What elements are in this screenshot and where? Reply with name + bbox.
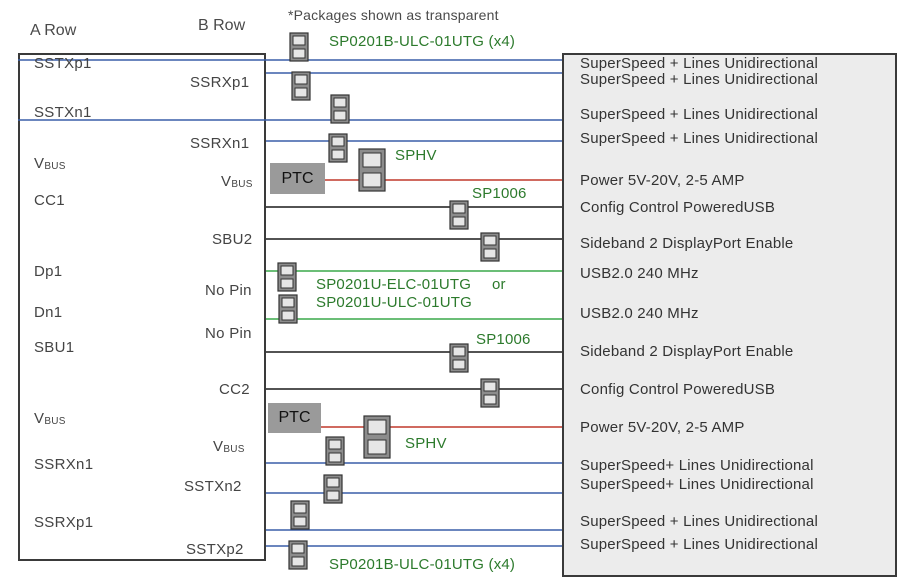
b-pin-ssrxn1: SSRXn1 xyxy=(190,135,250,152)
b-pin-sbu2: SBU2 xyxy=(212,231,253,248)
usb2-package-2 xyxy=(278,294,298,324)
desc-superspeed-4: SuperSpeed + Lines Unidirectional xyxy=(580,130,819,147)
desc-superspeed-2: SuperSpeed + Lines Unidirectional xyxy=(580,71,819,88)
desc-superspeed-5: SuperSpeed+ Lines Unidirectional xyxy=(580,457,814,474)
label-tvs-top: SP0201B-ULC-01UTG (x4) xyxy=(329,33,516,50)
tvs-package-4 xyxy=(328,133,348,163)
ptc-fuse-bottom: PTC xyxy=(268,403,321,433)
b-pin-sstxn2: SSTXn2 xyxy=(184,478,242,495)
a-pin-sbu1: SBU1 xyxy=(34,339,75,356)
desc-power-2: Power 5V-20V, 2-5 AMP xyxy=(580,419,745,436)
desc-sideband-2: Sideband 2 DisplayPort Enable xyxy=(580,343,794,360)
signal-description-panel xyxy=(562,53,897,577)
a-pin-ssrxn1: SSRXn1 xyxy=(34,456,94,473)
a-pin-sstxn1: SSTXn1 xyxy=(34,104,92,121)
desc-usb2-2: USB2.0 240 MHz xyxy=(580,305,699,322)
b-pin-vbus-2: VBUS xyxy=(213,438,245,455)
sp1006-package-2 xyxy=(480,232,500,262)
sphv-package-top xyxy=(358,148,386,192)
a-pin-ssrxp1: SSRXp1 xyxy=(34,514,94,531)
sp1006-package-1 xyxy=(449,200,469,230)
desc-sideband-1: Sideband 2 DisplayPort Enable xyxy=(580,235,794,252)
desc-superspeed-7: SuperSpeed + Lines Unidirectional xyxy=(580,513,819,530)
sphv-package-bottom xyxy=(363,415,391,459)
usb2-package-1 xyxy=(277,262,297,292)
packages-note: *Packages shown as transparent xyxy=(288,7,499,23)
tvs-package-6 xyxy=(323,474,343,504)
a-pin-cc1: CC1 xyxy=(34,192,65,209)
a-pin-sstxp1: SSTXp1 xyxy=(34,55,92,72)
a-pin-dp1: Dp1 xyxy=(34,263,63,280)
a-pin-vbus-1: VBUS xyxy=(34,155,66,172)
label-sphv-bottom: SPHV xyxy=(405,435,447,452)
b-pin-no-pin-1: No Pin xyxy=(205,282,252,299)
a-row-header: A Row xyxy=(30,22,77,39)
sp1006-package-4 xyxy=(480,378,500,408)
label-usb2-option-a: SP0201U-ELC-01UTG xyxy=(316,276,472,293)
b-pin-ssrxp1: SSRXp1 xyxy=(190,74,250,91)
a-pin-vbus-2: VBUS xyxy=(34,410,66,427)
tvs-package-2 xyxy=(291,71,311,101)
desc-superspeed-6: SuperSpeed+ Lines Unidirectional xyxy=(580,476,814,493)
tvs-package-7 xyxy=(290,500,310,530)
label-sphv-top: SPHV xyxy=(395,147,437,164)
b-pin-vbus-1: VBUS xyxy=(221,173,253,190)
desc-superspeed-1: SuperSpeed + Lines Unidirectional xyxy=(580,55,819,72)
tvs-package-1 xyxy=(289,32,309,62)
tvs-package-5 xyxy=(325,436,345,466)
a-b-row-connector-box xyxy=(18,53,266,561)
label-sp1006-top: SP1006 xyxy=(472,185,527,202)
label-tvs-bottom: SP0201B-ULC-01UTG (x4) xyxy=(329,556,516,573)
desc-superspeed-8: SuperSpeed + Lines Unidirectional xyxy=(580,536,819,553)
desc-power-1: Power 5V-20V, 2-5 AMP xyxy=(580,172,745,189)
desc-config-2: Config Control PoweredUSB xyxy=(580,381,776,398)
tvs-package-8 xyxy=(288,540,308,570)
label-sp1006-bottom: SP1006 xyxy=(476,331,531,348)
b-pin-sstxp2: SSTXp2 xyxy=(186,541,244,558)
label-usb2-option-b: SP0201U-ULC-01UTG xyxy=(316,294,472,311)
sp1006-package-3 xyxy=(449,343,469,373)
ptc-fuse-top: PTC xyxy=(270,163,325,194)
desc-config-1: Config Control PoweredUSB xyxy=(580,199,776,216)
a-pin-dn1: Dn1 xyxy=(34,304,63,321)
label-usb2-or: or xyxy=(492,276,506,293)
b-pin-no-pin-2: No Pin xyxy=(205,325,252,342)
b-row-header: B Row xyxy=(198,17,246,34)
desc-superspeed-3: SuperSpeed + Lines Unidirectional xyxy=(580,106,819,123)
tvs-package-3 xyxy=(330,94,350,124)
desc-usb2-1: USB2.0 240 MHz xyxy=(580,265,699,282)
b-pin-cc2: CC2 xyxy=(219,381,250,398)
